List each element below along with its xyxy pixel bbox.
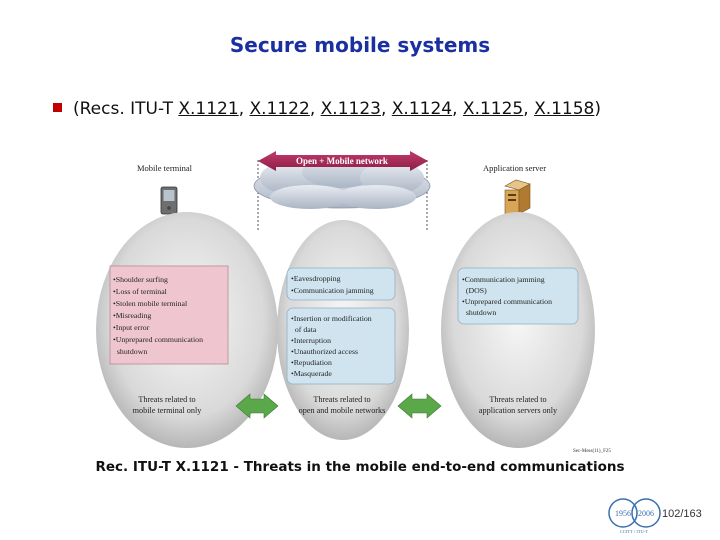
- network-label: Open + Mobile network: [296, 156, 388, 166]
- threat-item: •Masquerade: [291, 369, 332, 378]
- threat-item: (DOS): [462, 286, 487, 295]
- link-x1158[interactable]: X.1158: [534, 99, 595, 119]
- logo-text: CCITT / ITU-T: [620, 529, 648, 534]
- green-double-arrow-left: [235, 393, 279, 419]
- logo-year-end: 2006: [638, 509, 654, 518]
- recs-suffix: ): [594, 99, 602, 119]
- threat-item: •Interruption: [291, 336, 331, 345]
- network-caption-line: Threats related to: [313, 395, 370, 404]
- link-x1123[interactable]: X.1123: [320, 99, 381, 119]
- threat-item: •Insertion or modification: [291, 314, 372, 323]
- page-number: 102/163: [662, 508, 702, 520]
- server-threats-box: [457, 267, 579, 325]
- link-x1121[interactable]: X.1121: [178, 99, 239, 119]
- threat-item: •Loss of terminal: [113, 287, 168, 296]
- threat-item: of data: [291, 325, 317, 334]
- terminal-caption-line: mobile terminal only: [133, 406, 203, 415]
- threat-item: •Input error: [113, 323, 150, 332]
- server-threats-list: •Communication jamming (DOS) •Unprepared…: [462, 275, 552, 317]
- threat-item: •Communication jamming: [462, 275, 545, 284]
- network-threats-bottom-list: •Insertion or modification of data •Inte…: [291, 314, 372, 378]
- server-icon: [504, 179, 531, 215]
- network-caption-line: open and mobile networks: [299, 406, 386, 415]
- network-threats-top-box: [286, 267, 396, 301]
- green-double-arrow-right: [397, 393, 442, 419]
- link-x1124[interactable]: X.1124: [391, 99, 453, 119]
- threat-item: •Shoulder surfing: [113, 275, 168, 284]
- threat-item: •Unauthorized access: [291, 347, 358, 356]
- mobile-phone-icon: [160, 186, 178, 215]
- bullet-marker: [53, 103, 62, 112]
- terminal-threats-list: •Shoulder surfing •Loss of terminal •Sto…: [113, 275, 203, 356]
- recs-line: (Recs. ITU-T X.1121, X.1122, X.1123, X.1…: [73, 99, 602, 119]
- threat-item: •Unprepared communication: [462, 297, 552, 306]
- threat-item: •Eavesdropping: [291, 274, 341, 283]
- app-server-label: Application server: [483, 163, 546, 173]
- server-caption-line: Threats related to: [489, 395, 546, 404]
- threat-item: shutdown: [113, 347, 147, 356]
- terminal-caption-line: Threats related to: [138, 395, 195, 404]
- threat-item: •Communication jamming: [291, 286, 374, 295]
- link-x1125[interactable]: X.1125: [462, 99, 524, 119]
- recs-prefix: (Recs. ITU-T: [73, 99, 179, 119]
- mobile-terminal-label: Mobile terminal: [137, 163, 193, 173]
- threat-item: shutdown: [462, 308, 496, 317]
- figure-code: Sec-Mess(11)_F25: [573, 449, 611, 454]
- threat-item: •Repudiation: [291, 358, 332, 367]
- threat-item: •Misreading: [113, 311, 151, 320]
- network-threats-top-list: •Eavesdropping •Communication jamming: [291, 274, 374, 295]
- threat-item: •Stolen mobile terminal: [113, 299, 188, 308]
- network-double-arrow: [258, 151, 428, 171]
- itu-logo: 1956 2006 CCITT / ITU-T: [608, 498, 661, 534]
- network-threats-bottom-box: [286, 307, 396, 385]
- figure-caption: Rec. ITU-T X.1121 - Threats in the mobil…: [95, 459, 625, 475]
- link-x1122[interactable]: X.1122: [249, 99, 310, 119]
- threat-item: •Unprepared communication: [113, 335, 203, 344]
- terminal-threats-box: [109, 265, 229, 365]
- server-caption-line: application servers only: [479, 406, 558, 415]
- logo-year-start: 1956: [615, 509, 631, 518]
- slide-title: Secure mobile systems: [229, 33, 491, 57]
